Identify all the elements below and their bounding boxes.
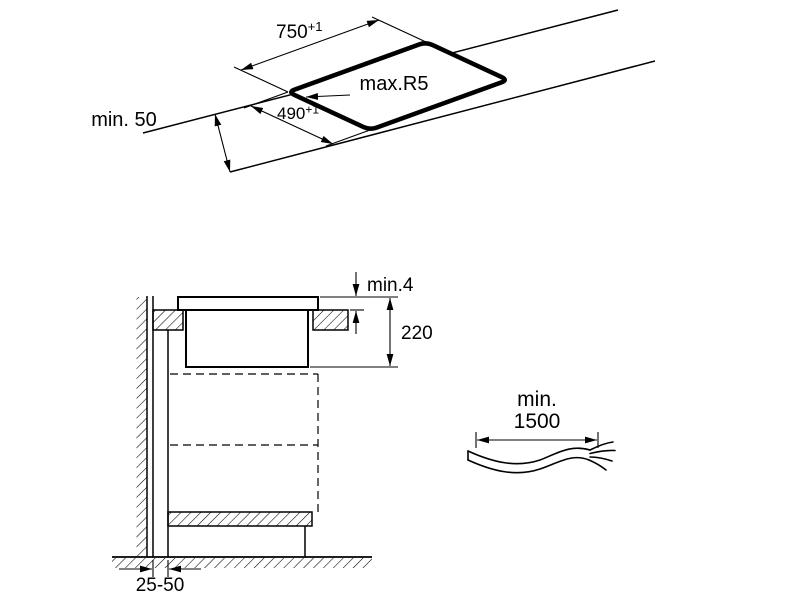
installation-section-view: min.4 220 25-50: [112, 272, 433, 596]
power-cable-view: min. 1500: [467, 388, 616, 474]
cable-frayed-end: [588, 441, 616, 471]
dimension-install-depth: 220: [310, 298, 433, 368]
dimension-line: [214, 113, 231, 173]
cutout-outline: [289, 41, 507, 131]
front-clearance-label: min. 50: [91, 109, 157, 131]
dimension-line: [250, 105, 334, 145]
top-gap-label: min.4: [367, 275, 414, 296]
corner-radius-label: max.R5: [360, 73, 429, 95]
worktop-right-section: [312, 309, 349, 331]
depth-dimension-label: 490+1: [277, 103, 319, 124]
width-dimension-label: 750+1: [276, 19, 323, 43]
install-depth-label: 220: [401, 323, 433, 344]
dimension-width-750: 750+1: [233, 16, 427, 93]
cable-outline-bottom: [467, 456, 590, 474]
extension-line: [243, 91, 289, 109]
dimension-depth-490: 490+1: [243, 91, 371, 147]
wall-hatch: [136, 297, 147, 556]
dimension-front-clearance: min. 50: [91, 109, 231, 173]
floor-hatch: [112, 558, 372, 568]
cable-drawing: [467, 441, 616, 474]
worktop-left-section: [152, 309, 184, 331]
wall-gap-label: 25-50: [136, 575, 185, 596]
cable-length-label-line1: min.: [517, 388, 557, 411]
hob-glass-top: [177, 296, 319, 311]
cabinet-bottom: [167, 511, 313, 527]
dimension-wall-gap: 25-50: [119, 560, 201, 596]
hob-body: [185, 309, 309, 368]
dimension-top-gap: min.4: [320, 272, 414, 334]
corner-radius-arrow: [305, 93, 351, 100]
extension-line: [233, 66, 289, 93]
worktop-cutout-view: 750+1 490+1 min. 50 max.R5: [91, 9, 656, 173]
worktop-front-edge-line: [229, 60, 656, 173]
cable-outline-top: [467, 447, 591, 465]
corner-radius-callout: max.R5: [305, 73, 429, 100]
extension-line: [371, 16, 427, 43]
extension-line: [325, 129, 371, 147]
dimension-line: [240, 19, 380, 71]
cable-length-label-line2: 1500: [514, 410, 561, 433]
